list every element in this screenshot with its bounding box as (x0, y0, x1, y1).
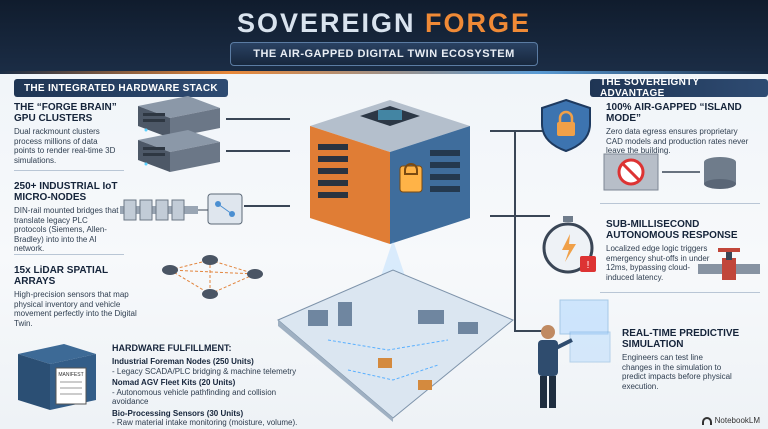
svg-text:!: ! (587, 260, 590, 271)
connector-line (514, 130, 516, 330)
right-item-simulation: REAL-TIME PREDICTIVE SIMULATION Engineer… (622, 328, 740, 391)
manifest-label: MANIFEST (58, 372, 83, 378)
connector-line (244, 205, 290, 207)
digital-twin-floor-icon (277, 240, 514, 422)
connector-line (226, 118, 290, 120)
shipping-crate-icon: MANIFEST (18, 344, 96, 410)
iot-node-icon (120, 193, 243, 225)
divider (14, 170, 124, 171)
divider (600, 203, 760, 204)
connector-line (514, 330, 542, 332)
right-item-airgap: 100% AIR-GAPPED “ISLAND MODE” Zero data … (606, 102, 749, 155)
connector-line (490, 215, 550, 217)
notebooklm-logo-icon (701, 416, 712, 425)
engineer-simulation-icon (538, 299, 611, 408)
stopwatch-icon: ! (542, 216, 596, 274)
footer-credit: NotebookLM (701, 416, 760, 425)
right-section-label: THE SOVEREIGNTY ADVANTAGE (590, 77, 768, 99)
left-item-iot: 250+ INDUSTRIAL IoT MICRO-NODES DIN-rail… (14, 181, 119, 253)
lidar-array-icon (162, 255, 263, 299)
left-item-gpu: THE “FORGE BRAIN” GPU CLUSTERS Dual rack… (14, 102, 117, 165)
central-server-rack-icon (310, 100, 470, 244)
header-banner: SOVEREIGN FORGE THE AIR-GAPPED DIGITAL T… (0, 0, 768, 74)
divider (14, 254, 124, 255)
blocked-data-icon (603, 153, 736, 191)
right-item-response: SUB-MILLISECOND AUTONOMOUS RESPONSE Loca… (606, 219, 738, 282)
left-item-lidar: 15x LiDAR SPATIAL ARRAYS High-precision … (14, 265, 137, 328)
page-title: SOVEREIGN FORGE (236, 8, 532, 38)
page-subtitle: THE AIR-GAPPED DIGITAL TWIN ECOSYSTEM (230, 42, 538, 66)
left-section-label: THE INTEGRATED HARDWARE STACK (14, 79, 228, 97)
divider (600, 292, 760, 293)
valve-icon (698, 248, 760, 280)
connector-line (226, 150, 290, 152)
shield-lock-icon (541, 98, 591, 153)
gpu-cluster-icon (138, 96, 220, 172)
hardware-fulfillment: HARDWARE FULFILLMENT: Industrial Foreman… (112, 343, 298, 427)
connector-line (490, 130, 546, 132)
